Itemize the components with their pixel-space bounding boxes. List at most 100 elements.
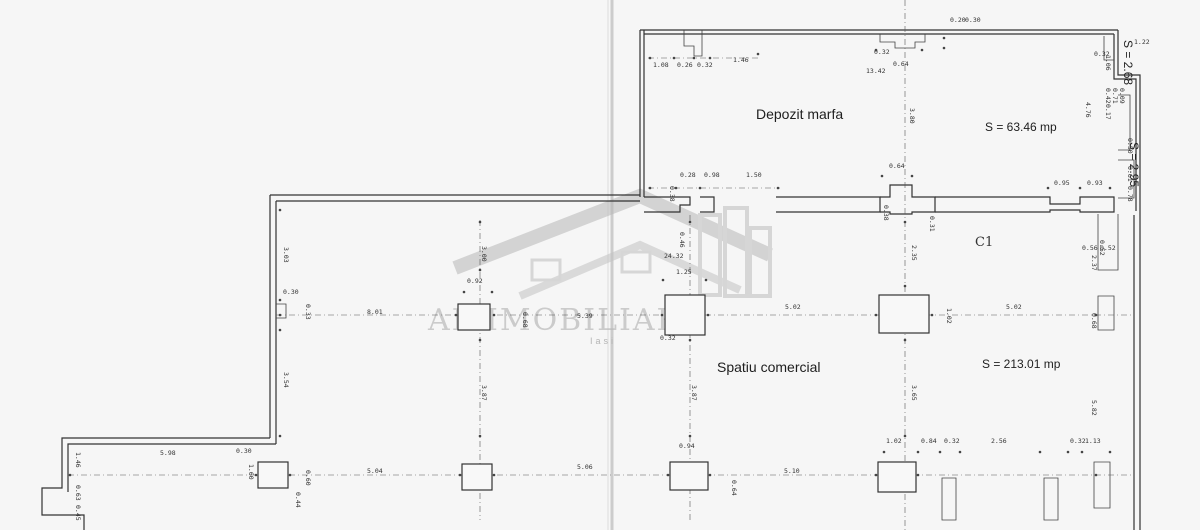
- dim-label: 0.32: [1070, 437, 1086, 445]
- dim-label: 5.10: [784, 467, 800, 475]
- dim-label: 0.32: [944, 437, 960, 445]
- dim-label: 5.02: [785, 303, 801, 311]
- dim-label: 0.46: [678, 232, 686, 248]
- dim-label: 0.93: [1087, 179, 1103, 187]
- room-area-spatiu: S = 213.01 mp: [982, 357, 1061, 371]
- dim-label: 5.98: [160, 449, 176, 457]
- watermark-tower-icon: [698, 213, 722, 297]
- dim-label: 0.95: [1054, 179, 1070, 187]
- dim-label: 13.42: [866, 67, 886, 75]
- dim-label: 1.02: [886, 437, 902, 445]
- dim-label: 0.84: [921, 437, 937, 445]
- dim-label: 5.82: [1090, 400, 1098, 416]
- dim-label: 1.46: [733, 56, 749, 64]
- handwritten-note: C1: [975, 235, 993, 250]
- small-area-a2: S = 2.95: [1127, 142, 1141, 187]
- vertical-dimensions: 3.03 3.00 3.54 3.87 3.87 3.65 2.35 3.80 …: [74, 55, 1134, 521]
- dim-label: 0.30: [236, 447, 252, 455]
- outer-walls: [41, 29, 1141, 530]
- dim-label: 0.30: [283, 288, 299, 296]
- dim-label: 2.56: [991, 437, 1007, 445]
- dim-label: 3.65: [910, 385, 918, 401]
- dim-label: 3.87: [690, 385, 698, 401]
- dim-label: 0.32: [660, 334, 676, 342]
- dim-label: 24.32: [664, 252, 684, 260]
- dim-label: 1.60: [247, 464, 255, 480]
- dim-label: 0.44: [294, 492, 302, 508]
- pillar: [669, 461, 709, 491]
- dim-label: 0.92: [467, 277, 483, 285]
- dim-label: 0.32: [1094, 50, 1110, 58]
- room-name-depozit: Depozit marfa: [756, 106, 843, 122]
- dim-label: 0.09: [1118, 88, 1126, 104]
- dim-label: 1.06: [1104, 55, 1112, 71]
- dim-label: 1.22: [1134, 38, 1150, 46]
- dim-label: 0.33: [304, 304, 312, 320]
- dim-label: 0.32: [874, 48, 890, 56]
- dim-label: 0.17: [1104, 104, 1112, 120]
- dim-label: 3.54: [282, 372, 290, 388]
- dim-label: 0.78: [1126, 186, 1134, 202]
- dim-label: 1.02: [945, 308, 953, 324]
- dim-label: 0.32: [697, 61, 713, 69]
- dim-label: 1.46: [74, 452, 82, 468]
- pillar: [457, 303, 491, 331]
- wall-details: [276, 30, 1135, 521]
- pillar: [257, 461, 289, 489]
- pillar: [878, 294, 930, 334]
- dim-label: 2.35: [910, 245, 918, 261]
- small-area-a1: S = 2.68: [1121, 40, 1135, 85]
- dim-label: 1.13: [1085, 437, 1101, 445]
- dim-label: 0.98: [704, 171, 720, 179]
- dim-label: 0.38: [668, 186, 676, 202]
- dim-label: 5.06: [577, 463, 593, 471]
- watermark-tower-icon: [723, 206, 749, 298]
- dim-label: 3.00: [480, 246, 488, 262]
- dim-label: 0.38: [882, 205, 890, 221]
- dim-label: 0.45: [74, 505, 82, 521]
- room-area-depozit: S = 63.46 mp: [985, 120, 1057, 134]
- dim-label: 0.42: [1104, 88, 1112, 104]
- dim-label: 0.61: [1126, 166, 1134, 182]
- dim-label: 5.04: [367, 467, 383, 475]
- watermark-city: Iasi: [590, 336, 616, 346]
- dim-label: 0.28: [680, 171, 696, 179]
- dim-label: 0.52: [1100, 244, 1116, 252]
- dim-label: 0.20: [950, 16, 966, 24]
- dim-label: 5.02: [1006, 303, 1022, 311]
- dim-label: 1.50: [746, 171, 762, 179]
- pillar: [664, 294, 706, 336]
- dim-label: 0.63: [74, 485, 82, 501]
- dim-label: 3.87: [480, 385, 488, 401]
- dim-label: 0.94: [679, 442, 695, 450]
- dim-label: 0.26: [677, 61, 693, 69]
- dim-label: 5.39: [577, 312, 593, 320]
- dim-label: 0.52: [1098, 240, 1106, 256]
- dim-label: 1.25: [676, 268, 692, 276]
- dim-label: 1.08: [653, 61, 669, 69]
- dim-label: 8.01: [367, 308, 383, 316]
- dim-label: 0.68: [1090, 313, 1098, 329]
- horizontal-dimensions: 1.08 0.26 0.32 1.46 0.32 13.42 0.64 0.20…: [160, 16, 1150, 475]
- room-name-spatiu: Spatiu comercial: [717, 359, 821, 375]
- dim-label: 0.56: [1082, 244, 1098, 252]
- dim-label: 0.64: [730, 480, 738, 496]
- pillar: [461, 463, 493, 491]
- dim-label: 3.03: [282, 247, 290, 263]
- dim-label: 0.64: [889, 162, 905, 170]
- dim-label: 2.37: [1090, 255, 1098, 271]
- dim-label: 4.76: [1084, 102, 1092, 118]
- dim-label: 0.30: [965, 16, 981, 24]
- dim-label: 3.80: [908, 108, 916, 124]
- watermark-window-icon: [530, 258, 562, 282]
- dim-label: 0.50: [1126, 138, 1134, 154]
- watermark-tower-icon: [748, 226, 772, 298]
- dim-label: 0.68: [521, 312, 529, 328]
- pillars: [257, 294, 930, 493]
- dim-label: 0.60: [304, 470, 312, 486]
- dim-label: 0.31: [928, 216, 936, 232]
- dimension-ticks: [68, 36, 1112, 477]
- dim-label: 0.71: [1111, 88, 1119, 104]
